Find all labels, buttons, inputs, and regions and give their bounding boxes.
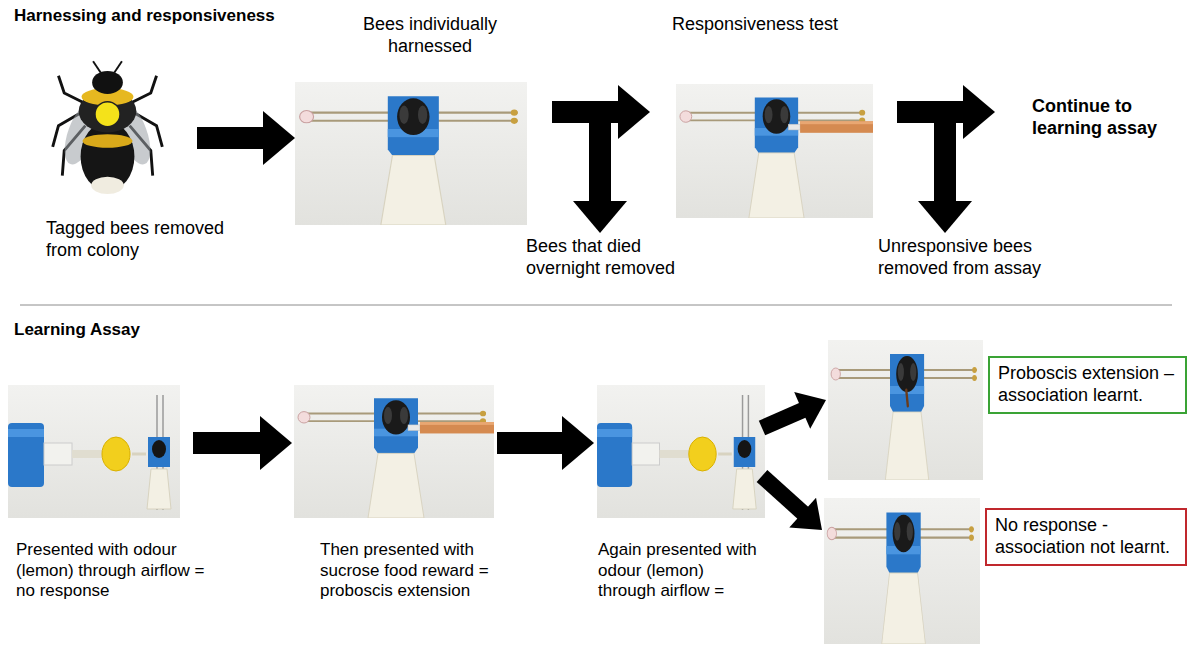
step-bee: Tagged bees removed from colony [40, 55, 197, 205]
bee-photo [53, 61, 163, 194]
step-caption: Continue to learning assay [1032, 96, 1184, 140]
caption-holder: Tagged bees removed from colony [46, 218, 256, 262]
arrow-head [618, 85, 650, 139]
removal-note: Unresponsive bees removed from assay [878, 236, 1078, 280]
arrow-head [263, 111, 295, 165]
step-caption: Again presented with odour (lemon) throu… [598, 540, 766, 602]
arrow-head [573, 201, 627, 233]
outcome-box: Proboscis extension – association learnt… [988, 356, 1187, 414]
outcome-box: No response - association not learnt. [985, 508, 1187, 566]
proboscis-photo [828, 340, 983, 480]
section-divider [20, 305, 1172, 306]
step-caption: Unresponsive bees removed from assay [878, 236, 1078, 280]
caption-holder: No response - association not learnt. [985, 508, 1187, 566]
block-arrow [762, 476, 822, 530]
caption-holder: Bees individually harnessed [335, 14, 525, 58]
arrow-head [562, 416, 594, 470]
caption-holder: Presented with odour (lemon) through air… [16, 540, 211, 602]
step-caption: Bees individually harnessed [335, 14, 525, 58]
block-arrow [197, 111, 295, 165]
step-odour-again: Again presented with odour (lemon) throu… [594, 383, 766, 520]
caption-holder: Proboscis extension – association learnt… [988, 356, 1187, 414]
step-responsiveness: Responsiveness test [650, 82, 897, 222]
step-harness: Bees individually harnessed [295, 80, 552, 228]
no-response-photo [824, 498, 980, 644]
sucrose-photo [294, 385, 494, 518]
arrow-shaft [762, 476, 804, 514]
section-heading: Learning Assay [14, 320, 140, 340]
odour-photo [597, 385, 765, 518]
arrow-head [260, 416, 292, 470]
block-arrow [552, 112, 627, 233]
caption-holder: Again presented with odour (lemon) throu… [598, 540, 766, 602]
arrow-head [963, 85, 995, 139]
block-arrow [897, 112, 972, 233]
harness-photo [295, 82, 527, 225]
arrow-shaft [497, 432, 564, 454]
arrow-shaft [897, 112, 945, 203]
arrow-shaft [197, 127, 265, 149]
continue-note: Continue to learning assay [1032, 96, 1184, 140]
step-caption: Tagged bees removed from colony [46, 218, 256, 262]
step-caption: Responsiveness test [672, 14, 842, 36]
outcome-learnt: Proboscis extension – association learnt… [826, 338, 984, 483]
arrow-head [794, 392, 826, 429]
step-caption: Then presented with sucrose food reward … [320, 540, 515, 602]
step-caption: Bees that died overnight removed [526, 236, 716, 280]
arrow-shaft [193, 432, 262, 454]
block-arrow [762, 392, 826, 429]
caption-holder: Responsiveness test [672, 14, 842, 36]
removal-note: Bees that died overnight removed [526, 236, 716, 280]
arrow-head [918, 201, 972, 233]
odour-photo [8, 385, 180, 518]
step-caption: Presented with odour (lemon) through air… [16, 540, 211, 602]
outcome-not-learnt: No response - association not learnt. [822, 496, 982, 646]
section-heading: Harnessing and responsiveness [14, 6, 275, 26]
response-test-photo [676, 84, 873, 218]
arrow-shaft [552, 112, 600, 203]
block-arrow [497, 416, 594, 470]
block-arrow [193, 416, 292, 470]
arrow-shaft [762, 410, 804, 428]
step-odour: Presented with odour (lemon) through air… [6, 383, 193, 520]
caption-holder: Then presented with sucrose food reward … [320, 540, 515, 602]
step-sucrose: Then presented with sucrose food reward … [292, 383, 497, 520]
arrow-head [789, 498, 822, 530]
